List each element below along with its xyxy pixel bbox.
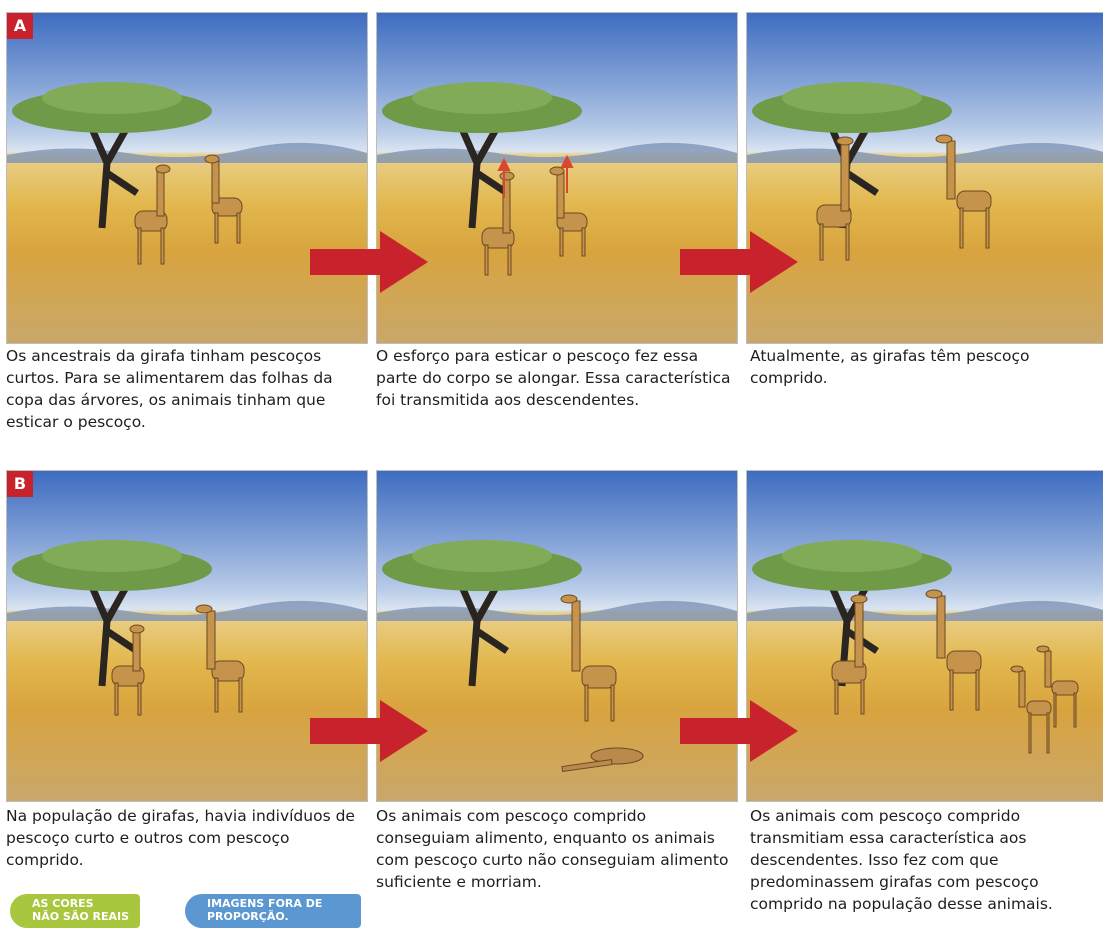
caption-a2: O esforço para esticar o pescoço fez ess… bbox=[376, 347, 731, 409]
fallen-giraffe bbox=[561, 747, 644, 773]
panel-a3 bbox=[746, 12, 1103, 344]
colors-not-real-badge: AS CORES NÃO SÃO REAIS bbox=[10, 894, 140, 928]
caption-a1: Os ancestrais da girafa tinham pescoços … bbox=[6, 347, 333, 431]
illustration-b3 bbox=[747, 540, 1103, 754]
giraffe bbox=[204, 154, 243, 244]
illustration-b1 bbox=[7, 540, 367, 716]
illustration-a3 bbox=[747, 82, 1103, 261]
section-label-a: A bbox=[7, 13, 33, 39]
acacia-tree bbox=[12, 82, 212, 229]
panel-a2 bbox=[376, 12, 738, 344]
illustration-a2 bbox=[377, 82, 737, 276]
acacia-tree bbox=[382, 82, 582, 229]
arrow-a1 bbox=[310, 231, 428, 293]
giraffe bbox=[111, 624, 145, 716]
illustration-a1 bbox=[7, 82, 367, 265]
giraffe bbox=[816, 136, 854, 261]
panel-b3 bbox=[746, 470, 1103, 802]
arrow-b2 bbox=[680, 700, 798, 762]
giraffe bbox=[195, 604, 245, 713]
arrow-b1 bbox=[310, 700, 428, 762]
section-label-b: B bbox=[7, 471, 33, 497]
acacia-tree bbox=[752, 540, 952, 687]
panel-a1: A bbox=[6, 12, 368, 344]
caption-b3: Os animais com pescoço comprido transmit… bbox=[750, 807, 1053, 913]
giraffe bbox=[935, 134, 992, 249]
badge-scale-line1: IMAGENS FORA DE bbox=[207, 897, 323, 910]
panel-b2 bbox=[376, 470, 738, 802]
young-giraffe bbox=[1010, 665, 1052, 754]
badge-scale-line2: PROPORÇÃO. bbox=[207, 910, 289, 923]
acacia-tree bbox=[382, 540, 582, 687]
caption-b2: Os animais com pescoço comprido consegui… bbox=[376, 807, 729, 891]
not-to-scale-badge: IMAGENS FORA DE PROPORÇÃO. bbox=[185, 894, 361, 928]
stretch-arrow-icon bbox=[497, 154, 574, 198]
acacia-tree bbox=[12, 540, 212, 687]
giraffe bbox=[549, 166, 588, 257]
arrow-a2 bbox=[680, 231, 798, 293]
giraffe bbox=[831, 594, 868, 715]
caption-a3: Atualmente, as girafas têm pescoço compr… bbox=[750, 347, 1030, 387]
young-giraffe bbox=[1036, 645, 1079, 728]
badge-colors-line2: NÃO SÃO REAIS bbox=[32, 910, 130, 923]
giraffe bbox=[134, 164, 171, 265]
badge-colors-line1: AS CORES bbox=[32, 897, 94, 910]
caption-b1: Na população de girafas, havia indivíduo… bbox=[6, 807, 355, 869]
giraffe bbox=[560, 594, 617, 722]
giraffe bbox=[925, 589, 982, 711]
panel-b1: B bbox=[6, 470, 368, 802]
illustration-b2 bbox=[377, 540, 737, 773]
